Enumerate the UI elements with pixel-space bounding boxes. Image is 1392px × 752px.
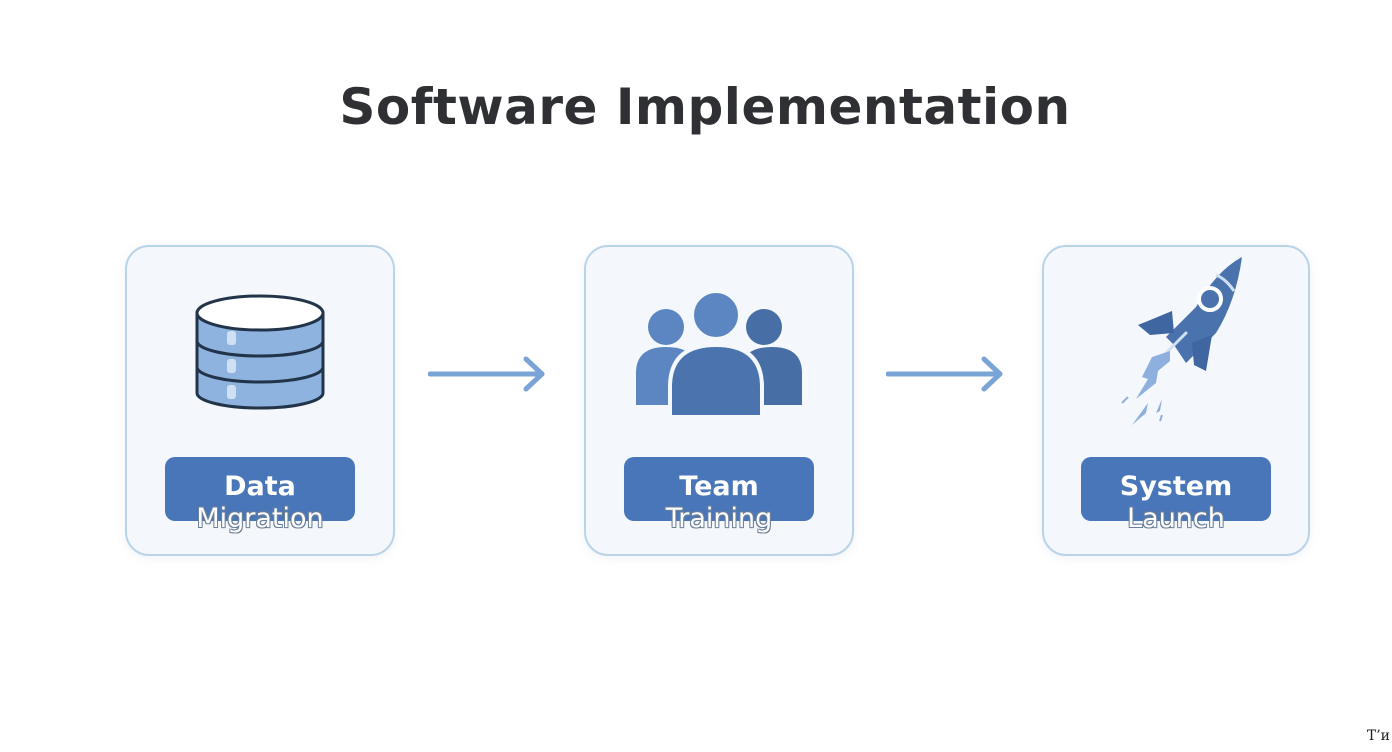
step-label: Team Training [624, 457, 814, 534]
step-label-line2: Migration [196, 503, 324, 534]
team-icon [636, 293, 802, 419]
step-label: Data Migration [165, 457, 355, 534]
step-label: System Launch [1081, 457, 1271, 534]
database-icon [195, 294, 325, 410]
step-label-line1: Team [679, 471, 759, 502]
step-card-system-launch: System Launch [1042, 245, 1310, 556]
step-label-line1: Data [224, 471, 296, 502]
arrow-right-icon [428, 356, 545, 392]
arrow-right-icon [886, 356, 1003, 392]
watermark: T’и [1366, 728, 1390, 744]
step-label-line2: Launch [1127, 503, 1225, 534]
rocket-icon [1121, 257, 1242, 425]
step-label-line2: Training [665, 503, 773, 534]
step-label-line1: System [1119, 471, 1233, 502]
step-card-data-migration: Data Migration [125, 245, 395, 556]
step-card-team-training: Team Training [584, 245, 854, 556]
diagram-title: Software Implementation [339, 78, 1071, 136]
